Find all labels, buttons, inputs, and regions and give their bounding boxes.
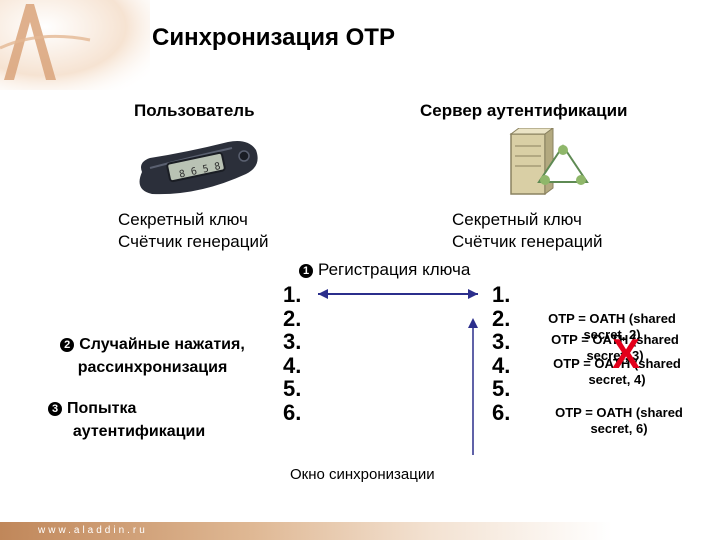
otp-entry-line2: secret, 4) [588, 372, 646, 387]
footer-bar [0, 522, 720, 540]
server-label: Сервер аутентификации [420, 101, 628, 120]
step-random-presses-line2: рассинхронизация [77, 359, 228, 376]
server-icon [505, 127, 595, 208]
aladdin-logo [0, 0, 150, 90]
counter-right-item: 2. [492, 305, 511, 331]
user-info: Секретный ключ Счётчик генераций [118, 209, 268, 253]
counter-right-item: 6. [492, 399, 511, 425]
otp-entry-line1: OTP = OATH (shared [548, 311, 676, 326]
server-counter: Счётчик генераций [452, 232, 603, 251]
otp-entry: OTP = OATH (shared secret, 6) [534, 405, 704, 437]
counter-right-item: 5. [492, 376, 511, 401]
step-random-presses-line1: Случайные нажатия, [79, 336, 245, 353]
step-registration-label: Регистрация ключа [318, 260, 471, 279]
counter-left-item: 4. [283, 352, 302, 378]
counter-right-item: 4. [492, 352, 511, 378]
step-auth-attempt: 3 Попытка аутентификации [44, 397, 234, 443]
otp-entry: OTP = OATH (shared secret, 2) [527, 311, 697, 343]
counter-left-item: 6. [283, 399, 302, 425]
server-secret-key: Секретный ключ [452, 210, 582, 229]
counter-left-item: 3. [283, 329, 302, 354]
step-auth-attempt-line1: Попытка [67, 400, 137, 417]
otp-entry-line2: secret, 2) [583, 327, 641, 342]
user-label: Пользователь [134, 101, 255, 120]
footer-link[interactable]: www.aladdin.ru [38, 525, 148, 536]
otp-entry-line1: OTP = OATH (shared [551, 332, 679, 347]
registration-arrow [318, 289, 478, 299]
step-auth-attempt-line2: аутентификации [72, 423, 206, 440]
otp-entry-line2: secret, 6) [590, 421, 648, 436]
otp-entry-line2: secret, 3) [586, 348, 644, 363]
otp-entry-line1: OTP = OATH (shared [553, 356, 681, 371]
user-counter: Счётчик генераций [118, 232, 269, 251]
user-secret-key: Секретный ключ [118, 210, 248, 229]
page-title: Синхронизация OTP [152, 24, 395, 51]
server-info: Секретный ключ Счётчик генераций [452, 209, 602, 253]
step-bullet: 3 [48, 402, 62, 416]
otp-entry-line1: OTP = OATH (shared [555, 405, 683, 420]
counter-left-item: 2. [283, 305, 302, 331]
otp-entry: OTP = OATH (shared secret, 3) [530, 332, 700, 364]
reject-mark: X [612, 330, 641, 377]
counter-left: 1. 2. 3. 4. 5. 6. [283, 283, 301, 424]
otp-token-icon: 8 6 5 8 [128, 132, 268, 207]
sync-window-bracket [289, 318, 478, 455]
otp-entry: OTP = OATH (shared secret, 4) [532, 356, 702, 388]
sync-window-label: Окно синхронизации [290, 466, 435, 483]
counter-right: 1. 2. 3. 4. 5. 6. [492, 283, 510, 424]
step-random-presses: 2 Случайные нажатия, рассинхронизация [40, 333, 265, 379]
step-registration: 1 Регистрация ключа [299, 259, 470, 281]
step-bullet: 1 [299, 264, 313, 278]
counter-left-item: 1. [283, 282, 302, 307]
counter-right-item: 1. [492, 282, 511, 307]
step-bullet: 2 [60, 338, 75, 352]
counter-left-item: 5. [283, 376, 302, 401]
counter-right-item: 3. [492, 329, 511, 354]
